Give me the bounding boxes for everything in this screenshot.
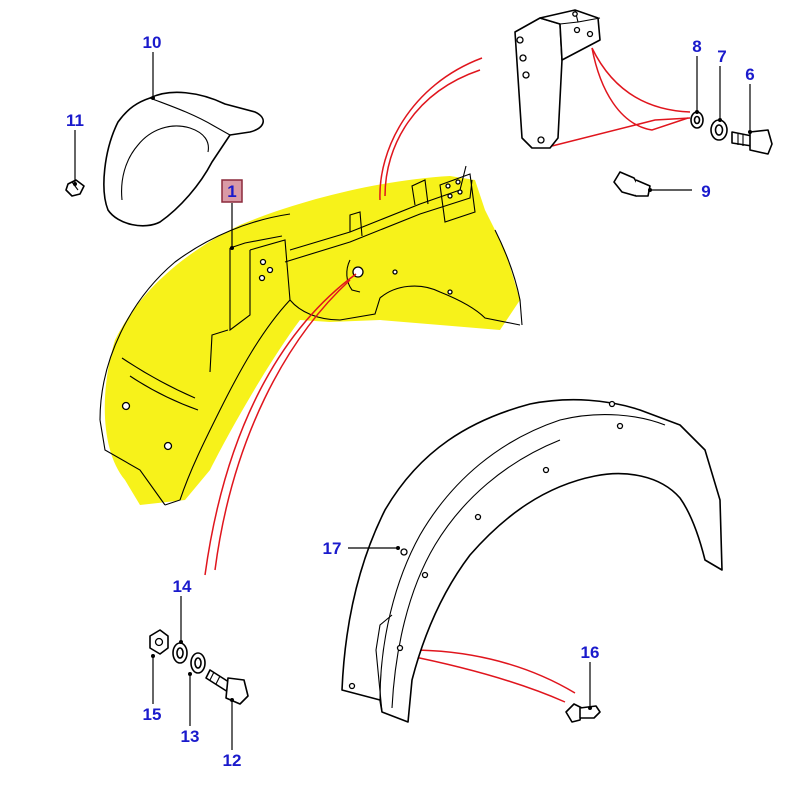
part-1-wheel-arch-liner[interactable] bbox=[99, 165, 523, 506]
part-11-screw[interactable] bbox=[65, 179, 85, 197]
callout-leaders bbox=[73, 52, 752, 750]
part-17-wheel-arch-extension[interactable] bbox=[341, 398, 723, 723]
mounting-bracket[interactable] bbox=[514, 9, 601, 149]
red-leader-lines bbox=[204, 47, 691, 703]
part-12-bolt[interactable] bbox=[205, 669, 249, 705]
part-13-washer[interactable] bbox=[190, 652, 206, 674]
part-8-washer[interactable] bbox=[690, 111, 704, 129]
part-10-mud-flap-cover[interactable] bbox=[103, 91, 264, 227]
part-15-nut[interactable] bbox=[149, 629, 169, 655]
callout-17[interactable]: 17 bbox=[323, 539, 342, 558]
callout-8[interactable]: 8 bbox=[692, 37, 701, 56]
callout-1-badge bbox=[221, 179, 243, 203]
callout-15[interactable]: 15 bbox=[143, 705, 162, 724]
callout-11[interactable]: 11 bbox=[66, 111, 84, 130]
part-9-clip[interactable] bbox=[613, 171, 651, 197]
callout-12[interactable]: 12 bbox=[223, 751, 242, 770]
callout-16[interactable]: 16 bbox=[581, 643, 600, 662]
part-16-push-rivet[interactable] bbox=[565, 703, 601, 723]
part-6-bolt[interactable] bbox=[731, 129, 773, 155]
callout-10[interactable]: 10 bbox=[143, 33, 162, 52]
callout-labels: 1 10 11 8 7 6 9 17 14 15 13 12 16 bbox=[66, 33, 755, 770]
callout-7[interactable]: 7 bbox=[717, 47, 726, 66]
callout-13[interactable]: 13 bbox=[181, 727, 200, 746]
highlight-area bbox=[104, 176, 520, 505]
part-7-washer[interactable] bbox=[710, 119, 728, 141]
callout-1[interactable]: 1 bbox=[227, 182, 236, 201]
callout-6[interactable]: 6 bbox=[745, 65, 754, 84]
part-14-washer[interactable] bbox=[172, 642, 188, 664]
callout-9[interactable]: 9 bbox=[701, 182, 710, 201]
callout-14[interactable]: 14 bbox=[173, 577, 192, 596]
